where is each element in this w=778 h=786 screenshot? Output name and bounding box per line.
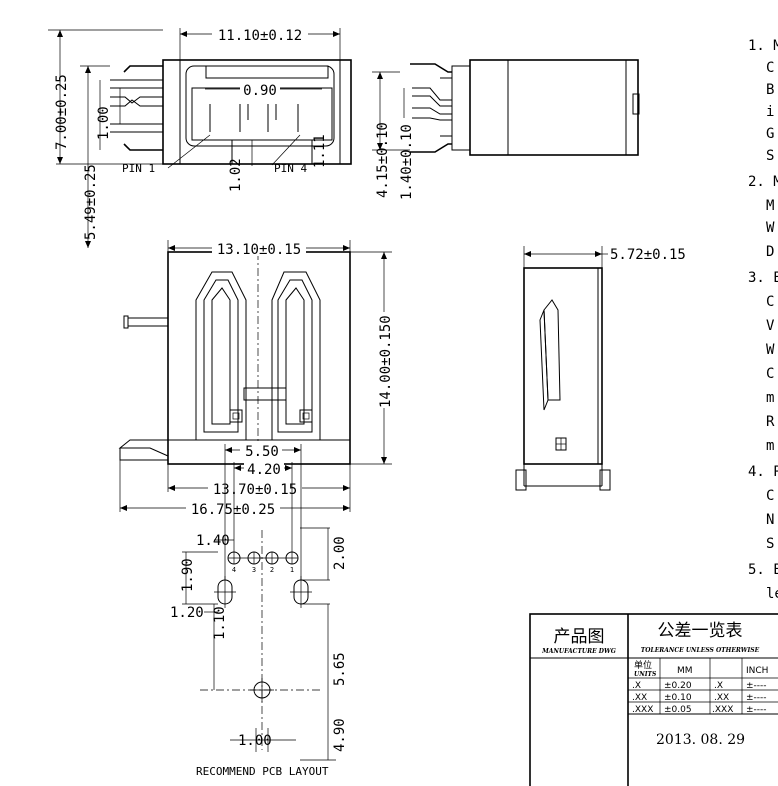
tol-row-value: ±---- [746,693,767,703]
side-width-dim: 5.72±0.15 [610,247,686,263]
col-inch: INCH [746,666,768,676]
side-outline [523,267,603,465]
side-pin-dim: 1.40±0.10 [399,124,415,200]
note-line: le [766,586,778,602]
pcb-dim-100: 1.00 [238,733,272,749]
gap-dim: 1.02 [228,158,244,192]
pcb-caption: RECOMMEND PCB LAYOUT [196,765,329,778]
top-width-dim: 11.10±0.12 [218,28,302,44]
note-line: G [766,126,774,142]
drawing-date: 2013. 08. 29 [656,732,745,748]
note-line: 3. E [748,270,778,286]
tol-row-value: ±---- [746,681,767,691]
note-line: M [766,198,774,214]
product-title-cn: 产品图 [554,627,605,647]
front-base-dim: 13.70±0.15 [213,482,297,498]
pcb-dim-420: 4.20 [247,462,281,478]
note-line: C [766,60,774,76]
tol-row-key: .XX [714,693,729,703]
unit-cn: 单位 [634,659,652,671]
side-height-dim: 4.15±0.10 [375,122,391,198]
note-line: N [766,512,774,528]
tol-row-value: ±---- [746,705,767,715]
note-line: i [766,104,774,120]
pcb-layout: 4 3 2 1 5.50 4.20 1.40 1.90 [170,442,348,778]
pitch-dim: 1.00 [96,106,112,140]
unit-en: UNITS [634,671,657,678]
tol-row-key: .X [714,681,723,691]
tol-row-key: .XXX [632,705,653,715]
tol-row-key: .XX [632,693,647,703]
pin1-label: PIN 1 [122,162,155,175]
product-title-en: MANUFACTURE DWG [541,648,616,655]
top-offset-dim: 5.49±0.25 [83,164,99,240]
pin-number-3: 3 [252,566,256,574]
pin-number-1: 1 [290,566,294,574]
pin-number-2: 2 [270,566,274,574]
note-line: S [766,536,774,552]
pcb-dim-110: 1.10 [212,606,228,640]
side-view-top: 4.15±0.10 1.40±0.10 [372,59,640,200]
note-line: 5. E [748,562,778,578]
note-line: 2. M [748,174,778,190]
top-view: 11.10±0.12 0.90 7.00±0.25 5.49±0.25 1.00… [48,26,352,248]
pcb-dim-120: 1.20 [170,605,204,621]
note-line: m [766,438,774,454]
top-view-outline [162,59,352,165]
note-line: 1. Ma [748,38,778,54]
pin4-label: PIN 4 [274,162,307,175]
pcb-dim-490: 4.90 [332,718,348,752]
side-top-outline [469,59,639,156]
notes: 1. Ma C B i G S 2. M M W D 3. E C V W C … [748,38,778,602]
col-mm: MM [677,666,693,676]
tolerance-title-cn: 公差一览表 [658,621,743,641]
tol-row-value: ±0.20 [664,681,692,691]
inner-dim: 0.90 [243,83,277,99]
note-line: W [766,220,775,236]
front-outline [167,251,351,465]
side-dim: 1.11 [312,134,328,168]
top-view-latch [205,65,329,79]
pcb-dim-190: 1.90 [180,558,196,592]
front-height-dim: 14.00±0.150 [378,315,394,408]
note-line: C [766,488,774,504]
tol-row-value: ±0.10 [664,693,692,703]
note-line: W [766,342,775,358]
note-line: m [766,390,774,406]
note-line: B [766,82,774,98]
title-block-frame [529,613,778,786]
top-height-dim: 7.00±0.25 [54,74,70,150]
tol-row-key: .X [632,681,641,691]
note-line: 4. P [748,464,778,480]
front-width-dim: 13.10±0.15 [217,242,301,258]
note-line: V [766,318,775,334]
tolerance-title-en: TOLERANCE UNLESS OTHERWISE [641,647,760,654]
note-line: R [766,414,775,430]
tol-row-value: ±0.05 [664,705,692,715]
pin-number-4: 4 [232,566,236,574]
note-line: C [766,294,774,310]
title-block: 产品图 MANUFACTURE DWG 公差一览表 TOLERANCE UNLE… [529,613,778,786]
pcb-dim-565: 5.65 [332,652,348,686]
front-total-dim: 16.75±0.25 [191,502,275,518]
note-line: S [766,148,774,164]
pcb-dim-200: 2.00 [332,536,348,570]
side-view: 5.72±0.15 [515,246,686,491]
note-line: D [766,244,774,260]
note-line: C [766,366,774,382]
pcb-dim-140: 1.40 [196,533,230,549]
tol-row-key: .XXX [712,705,733,715]
pcb-dim-550: 5.50 [245,444,279,460]
